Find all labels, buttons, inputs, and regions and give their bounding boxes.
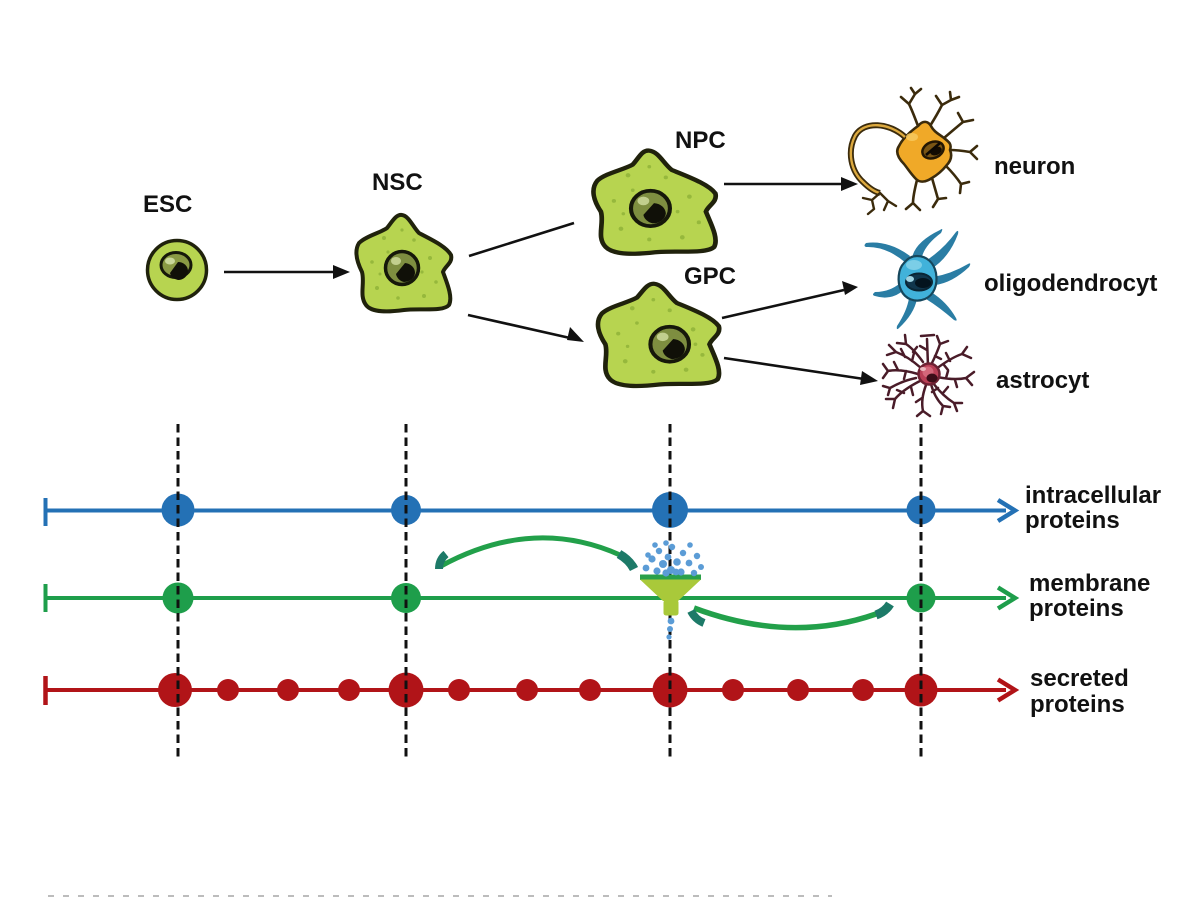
svg-text:neuron: neuron <box>994 153 1075 180</box>
svg-text:intracellular: intracellular <box>1025 482 1161 509</box>
svg-text:oligodendrocyt: oligodendrocyt <box>984 270 1157 297</box>
svg-text:ESC: ESC <box>143 191 192 218</box>
svg-text:NPC: NPC <box>675 127 726 154</box>
svg-text:proteins: proteins <box>1025 507 1120 534</box>
svg-text:proteins: proteins <box>1030 691 1125 718</box>
svg-text:NSC: NSC <box>372 169 423 196</box>
svg-text:membrane: membrane <box>1029 570 1150 597</box>
svg-text:secreted: secreted <box>1030 665 1129 692</box>
svg-text:proteins: proteins <box>1029 595 1124 622</box>
svg-text:astrocyt: astrocyt <box>996 367 1089 394</box>
svg-text:GPC: GPC <box>684 263 736 290</box>
